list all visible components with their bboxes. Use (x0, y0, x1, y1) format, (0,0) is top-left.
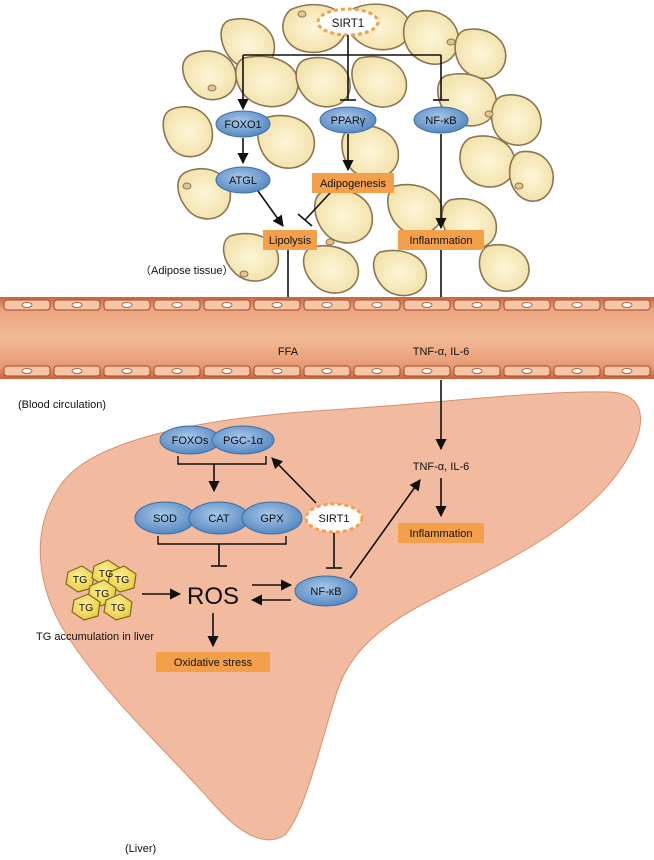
nfkb-node-liver (294, 575, 358, 607)
oxidative-stress-box (156, 652, 270, 672)
blood-vessel (0, 297, 654, 379)
sod-label: SOD (153, 513, 177, 525)
adipocyte (302, 244, 360, 294)
adipocyte (478, 243, 530, 292)
adipocyte (314, 188, 374, 244)
adipocyte (459, 135, 516, 188)
sirt1-label-adipose: SIRT1 (332, 18, 364, 30)
adipose-tissue (162, 3, 555, 297)
nfkb-node-adipose (413, 106, 469, 134)
nfkb-to-tnf-arrow (349, 479, 421, 579)
adipocyte (372, 249, 428, 297)
lipolysis-box (263, 230, 317, 250)
tg-text: TG (73, 574, 88, 586)
adipocyte (234, 55, 299, 108)
cat-label: CAT (208, 513, 229, 525)
adipogenesis-box (312, 173, 394, 193)
pgc1a-label: PGC-1α (223, 435, 264, 447)
lipolysis-label: Lipolysis (269, 235, 312, 247)
gpx-node (241, 501, 303, 535)
atgl-label: ATGL (229, 175, 257, 187)
tg-text: TG (111, 602, 126, 614)
adipocyte (295, 56, 351, 108)
tg-cluster (65, 559, 137, 621)
adipocyte (454, 28, 507, 80)
tg-droplet (71, 593, 101, 621)
pgc1a-node (211, 425, 275, 455)
nfkb-label-liver: NF-κB (310, 586, 341, 598)
ppar-gamma-node (319, 106, 377, 134)
liver-region-label: (Liver) (125, 843, 156, 855)
tnf-label-blood: TNF-α, IL-6 (413, 346, 469, 358)
foxo1-node (215, 110, 271, 138)
adipocyte-nuclei (182, 10, 524, 278)
gpx-label: GPX (260, 513, 284, 525)
inflammation-box-adipose (398, 230, 484, 250)
tg-text: TG (115, 574, 130, 586)
foxo1-label: FOXO1 (224, 119, 261, 131)
adipocyte (351, 55, 408, 108)
foxos-bracket (177, 456, 267, 465)
nfkb-label-adipose: NF-κB (425, 115, 456, 127)
sirt1-branches (237, 35, 449, 111)
ffa-label: FFA (278, 346, 299, 358)
tg-text: TG (79, 602, 94, 614)
tg-caption: TG accumulation in liver (36, 631, 154, 643)
inflammation-box-liver (398, 523, 484, 543)
sirt1-node-liver (304, 502, 364, 534)
adipogenesis-label: Adipogenesis (320, 178, 387, 190)
tg-text: TG (99, 568, 114, 580)
foxos-label: FOXOs (172, 435, 209, 447)
tnf-label-liver: TNF-α, IL-6 (413, 461, 469, 473)
vessel-nuclei (21, 302, 633, 374)
adipocyte (508, 150, 555, 202)
adipocyte (490, 94, 542, 146)
antioxidant-bracket (157, 536, 287, 545)
liver-shape (39, 391, 641, 841)
sirt1-to-pgc-arrow (271, 457, 317, 504)
adipocyte (341, 124, 400, 179)
adipocyte (182, 50, 237, 101)
oxidative-stress-label: Oxidative stress (174, 657, 253, 669)
adipocyte (387, 183, 444, 235)
ppar-gamma-label: PPARγ (331, 115, 366, 127)
adipocyte (162, 105, 214, 158)
inflammation-label-liver: Inflammation (410, 528, 473, 540)
sirt1-label-liver: SIRT1 (319, 513, 350, 525)
blood-region-label: (Blood circulation) (18, 399, 106, 411)
atgl-node (215, 166, 271, 194)
tg-labels: TG TG TG TG TG TG (73, 568, 130, 614)
tg-text: TG (95, 588, 110, 600)
ros-label: ROS (187, 583, 239, 610)
adipose-region-label: （Adipose tissue） (140, 264, 234, 277)
adipocyte (257, 114, 316, 169)
tg-droplet (103, 593, 133, 621)
adipocyte (402, 9, 460, 65)
inflammation-label-adipose: Inflammation (410, 235, 473, 247)
